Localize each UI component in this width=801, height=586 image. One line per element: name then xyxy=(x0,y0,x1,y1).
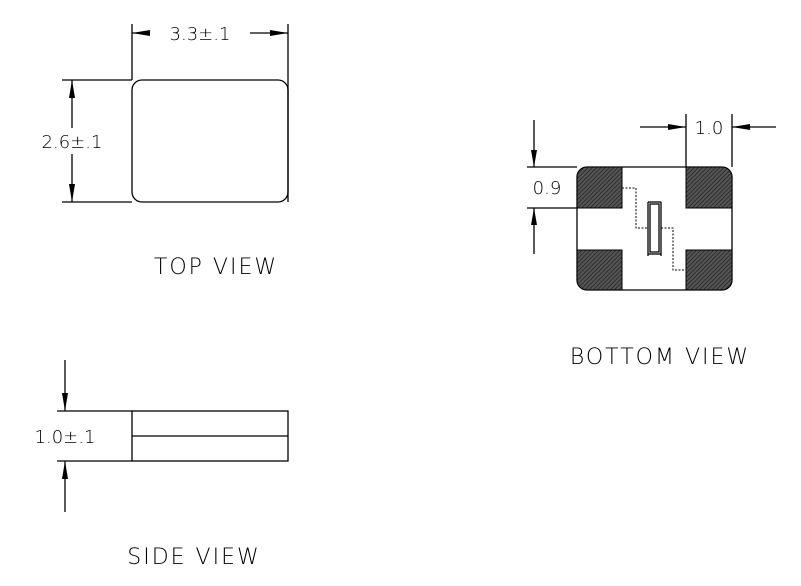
arrow-left-icon xyxy=(732,124,750,130)
arrow-right-icon xyxy=(668,124,686,130)
pad-width-dimension: 1.0 xyxy=(695,118,724,139)
internal-connection xyxy=(622,187,648,229)
bottom-view-body xyxy=(576,166,733,291)
bottom-view: 0.9 1.0 BOTTOM VIEW xyxy=(527,114,776,370)
bottom-view-label: BOTTOM VIEW xyxy=(570,345,750,370)
top-view-body xyxy=(131,79,289,203)
thickness-dimension: 1.0±.1 xyxy=(35,427,96,448)
pad-top-left xyxy=(576,166,623,209)
crystal-symbol-icon xyxy=(647,201,662,256)
arrow-up-icon xyxy=(69,80,75,98)
arrow-down-icon xyxy=(62,393,68,411)
pad-bottom-left xyxy=(576,249,623,291)
pad-top-right xyxy=(685,166,733,209)
height-dimension: 2.6±.1 xyxy=(42,132,103,153)
pad-height-dimension: 0.9 xyxy=(533,178,562,199)
arrow-down-icon xyxy=(531,150,537,167)
side-view: 1.0±.1 SIDE VIEW xyxy=(35,360,289,570)
internal-connection xyxy=(661,227,686,271)
top-view-label: TOP VIEW xyxy=(154,255,278,280)
arrow-left-icon xyxy=(132,30,150,36)
side-view-label: SIDE VIEW xyxy=(127,545,260,570)
arrow-right-icon xyxy=(270,30,288,36)
arrow-up-icon xyxy=(531,208,537,225)
pad-bottom-right xyxy=(685,249,733,291)
width-dimension: 3.3±.1 xyxy=(170,24,231,45)
arrow-down-icon xyxy=(69,184,75,202)
arrow-up-icon xyxy=(62,461,68,479)
top-view: 3.3±.1 2.6±.1 TOP VIEW xyxy=(42,24,289,280)
